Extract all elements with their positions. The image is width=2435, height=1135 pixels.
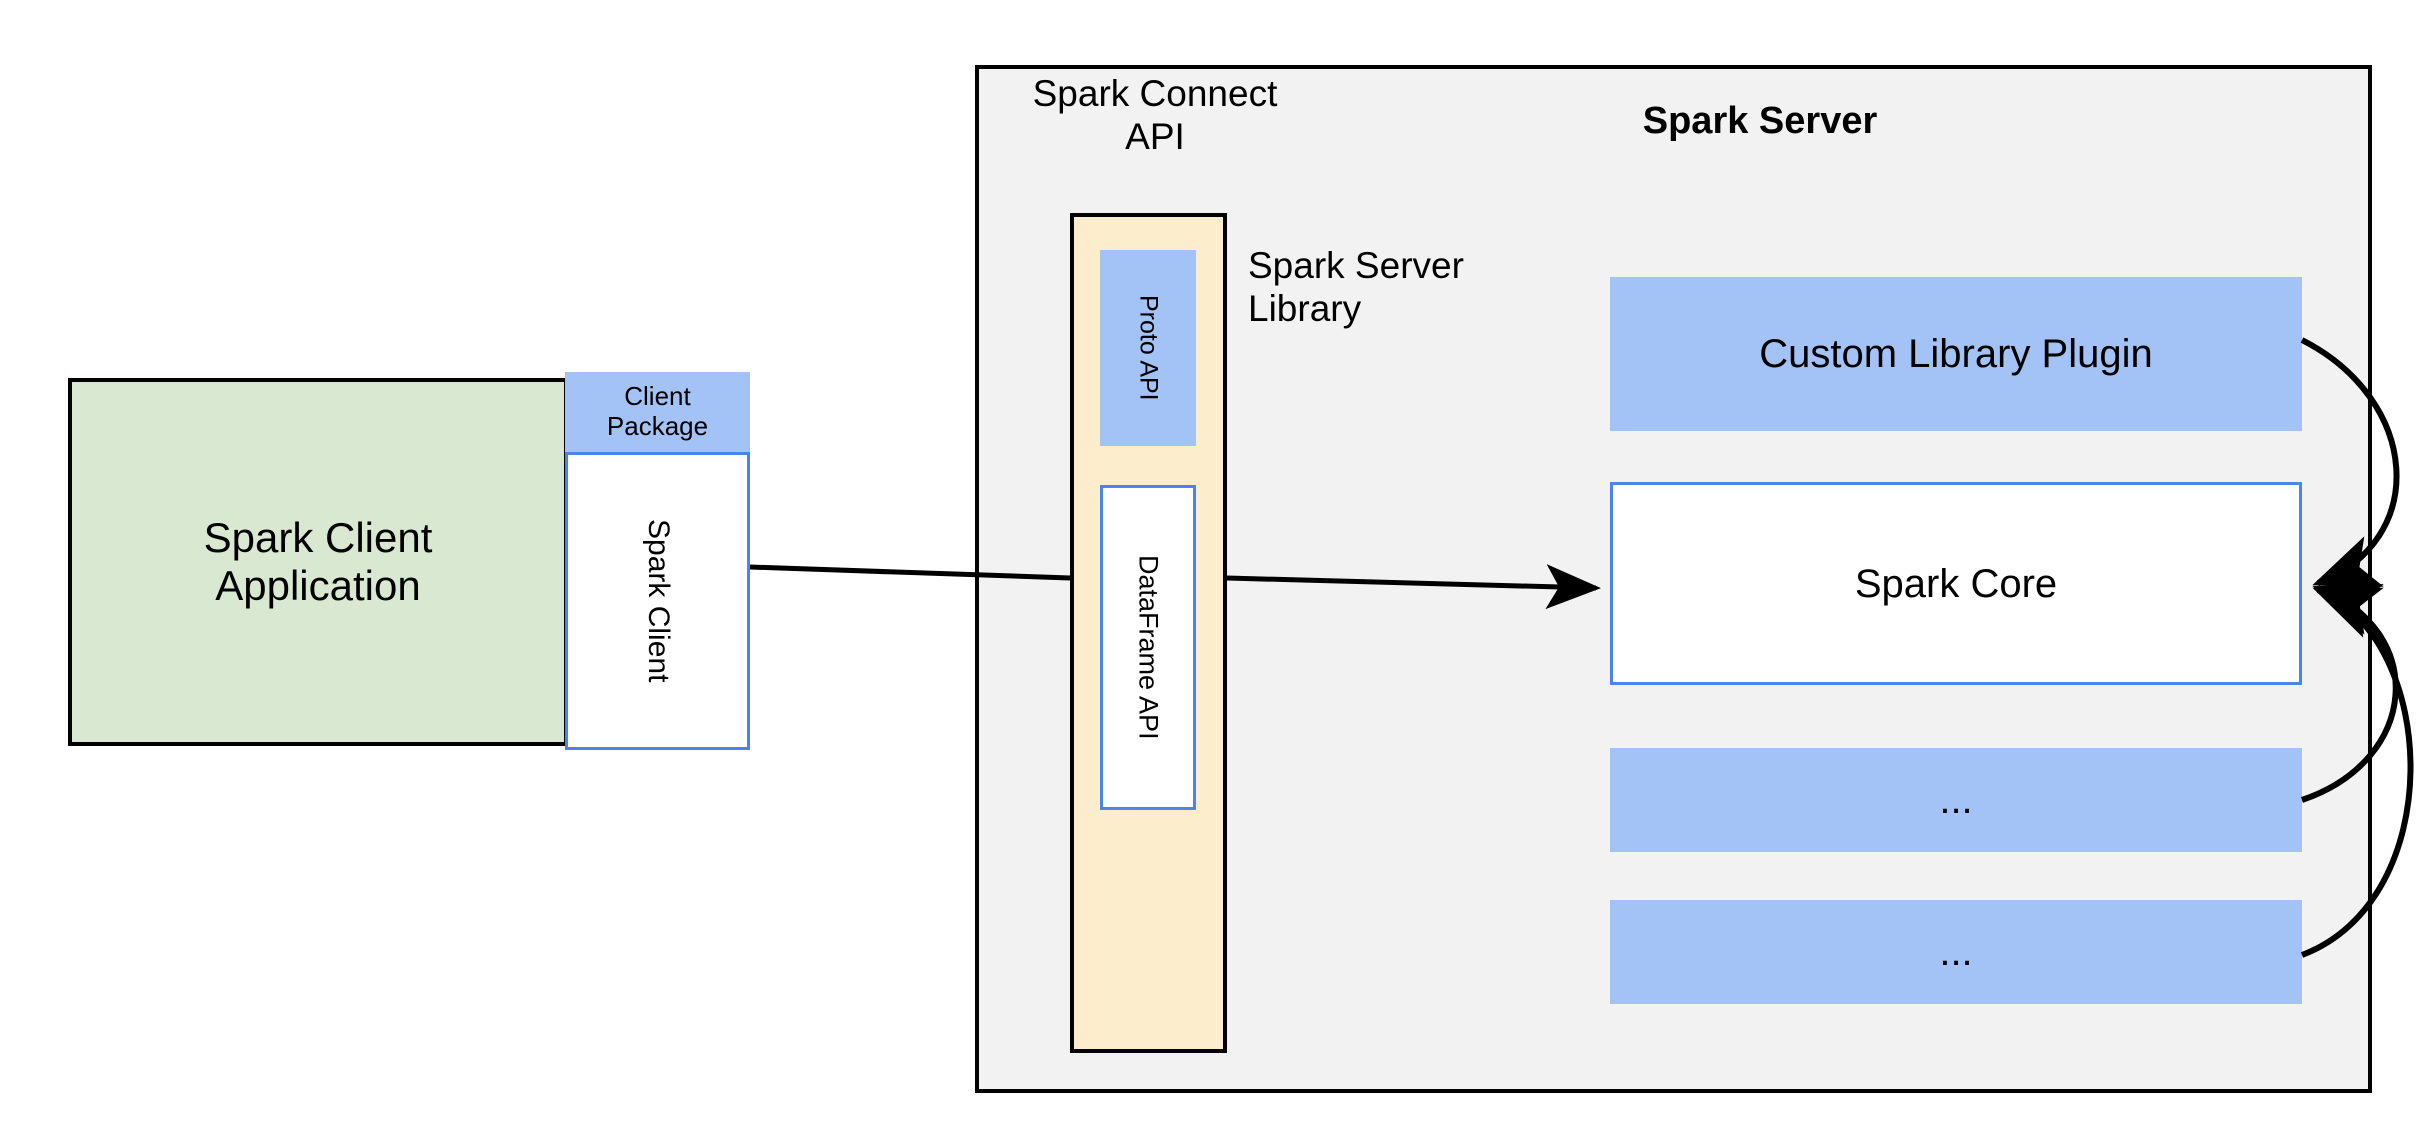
client-package-line2: Package [606, 411, 709, 441]
spark-server-library-label: Spark Server Library [1248, 245, 1548, 345]
spark-client-application-line2: Application [215, 562, 421, 609]
spark-server-title: Spark Server [1600, 95, 1920, 149]
spark-client-application-box[interactable]: Spark Client Application [68, 378, 568, 746]
custom-library-plugin-label: Custom Library Plugin [1759, 332, 2153, 376]
client-package-box[interactable]: Client Package [565, 372, 750, 452]
ellipsis-box-1-label: ... [1939, 778, 1973, 822]
ellipsis-box-2-label: ... [1939, 930, 1973, 974]
spark-connect-api-line2: API [1125, 115, 1185, 157]
spark-client-application-line1: Spark Client [203, 513, 433, 561]
client-package-line1: Client [624, 381, 691, 412]
spark-server-library-line2: Library [1248, 287, 1362, 329]
dataframe-api-label: DataFrame API [1133, 555, 1164, 740]
spark-core-box[interactable]: Spark Core [1610, 482, 2302, 685]
spark-connect-api-line1: Spark Connect [1032, 72, 1278, 114]
ellipsis-box-2[interactable]: ... [1610, 900, 2302, 1004]
spark-server-library-line1: Spark Server [1248, 245, 1464, 286]
spark-core-label: Spark Core [1854, 561, 2058, 606]
spark-server-title-text: Spark Server [1642, 100, 1878, 143]
spark-client-label: Spark Client [641, 519, 675, 683]
dataframe-api-box[interactable]: DataFrame API [1100, 485, 1196, 810]
proto-api-label: Proto API [1134, 295, 1163, 401]
custom-library-plugin-box[interactable]: Custom Library Plugin [1610, 277, 2302, 431]
spark-connect-api-label: Spark Connect API [1010, 68, 1300, 163]
ellipsis-box-1[interactable]: ... [1610, 748, 2302, 852]
proto-api-box[interactable]: Proto API [1100, 250, 1196, 446]
spark-client-box[interactable]: Spark Client [565, 452, 750, 750]
